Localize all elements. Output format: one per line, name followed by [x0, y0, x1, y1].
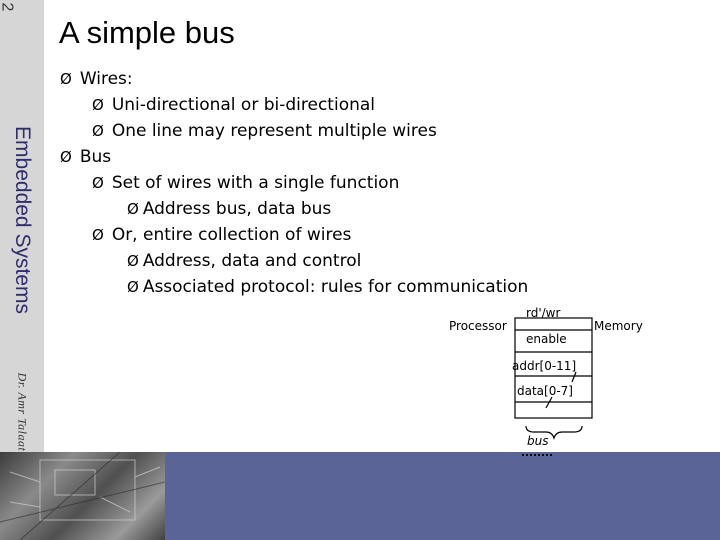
bus-brace: [525, 425, 583, 440]
arrow-bullet-icon: Ø: [92, 96, 104, 114]
data-label: data[0-7]: [517, 384, 573, 398]
arrow-bullet-icon: Ø: [127, 278, 139, 296]
author-name: Dr. Amr Talaat: [15, 372, 30, 452]
side-title: Embedded Systems: [11, 126, 34, 314]
chip-image: [0, 452, 165, 540]
addr-slash: [571, 371, 577, 383]
sidebar: 2 Embedded Systems Dr. Amr Talaat: [0, 0, 44, 452]
enable-label: enable: [526, 332, 567, 346]
processor-label: Processor: [449, 319, 507, 333]
arrow-bullet-icon: Ø: [127, 252, 139, 270]
bus-diagram: Processor Memory rd'/wr enable addr[0-11…: [440, 300, 660, 470]
arrow-bullet-icon: Ø: [92, 122, 104, 140]
data-slash: [545, 396, 553, 409]
slide-title: A simple bus: [59, 15, 235, 50]
addr-label: addr[0-11]: [512, 359, 577, 373]
arrow-bullet-icon: Ø: [60, 70, 72, 88]
arrow-bullet-icon: Ø: [60, 148, 72, 166]
rdwr-label: rd'/wr: [526, 306, 561, 320]
arrow-bullet-icon: Ø: [127, 200, 139, 218]
memory-label: Memory: [594, 319, 643, 333]
bus-region-outline: [514, 317, 593, 419]
slide-number: 2: [0, 2, 16, 12]
arrow-bullet-icon: Ø: [92, 226, 104, 244]
arrow-bullet-icon: Ø: [92, 174, 104, 192]
bus-label: bus: [527, 434, 549, 448]
